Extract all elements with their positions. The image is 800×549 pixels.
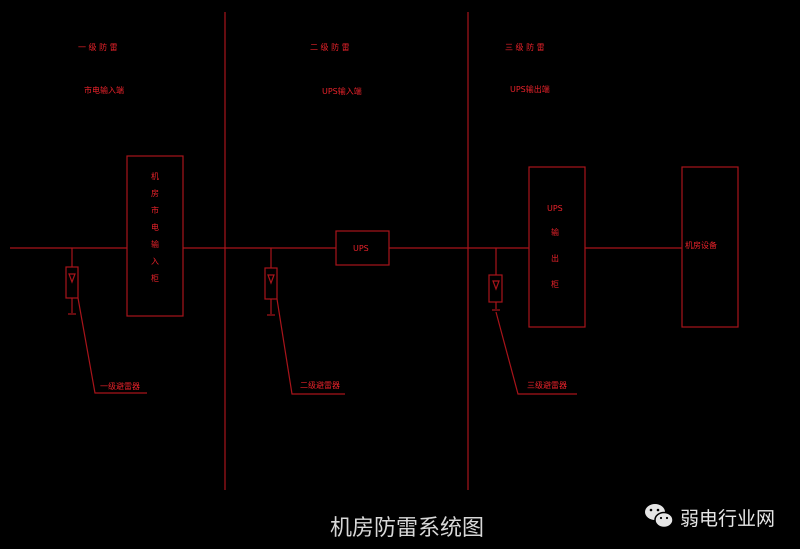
ups-box: [335, 230, 390, 266]
surge-arrester-1: [65, 248, 147, 394]
arrester-2-label: 二级避雷器: [300, 380, 340, 390]
surge-arrester-2: [264, 248, 345, 395]
ups-output-cabinet: [528, 166, 586, 328]
ups-output-cabinet-label: 输出柜: [551, 227, 560, 306]
load-equipment-box: [681, 166, 739, 328]
zone-3-level: 三 级 防 雷: [505, 42, 545, 52]
mains-input-cabinet-label: 机房市电输入柜: [151, 171, 160, 291]
zone-1-point: 市电输入端: [84, 85, 124, 95]
zone-3-point: UPS输出端: [510, 84, 550, 94]
watermark-text: 弱电行业网: [680, 508, 775, 530]
ups-label: UPS: [353, 244, 369, 253]
arrester-3-label: 三级避雷器: [527, 380, 567, 390]
surge-arrester-3: [488, 248, 577, 395]
diagram-title: 机房防雷系统图: [330, 516, 484, 541]
zone-2-level: 二 级 防 雷: [310, 42, 350, 52]
zone-2-point: UPS输入端: [322, 86, 362, 96]
ups-output-cabinet-top-label: UPS: [547, 204, 563, 213]
load-equipment-label: 机房设备: [685, 240, 717, 250]
zone-1-level: 一 级 防 雷: [78, 42, 118, 52]
arrester-1-label: 一级避雷器: [100, 381, 140, 391]
mains-input-cabinet: [126, 155, 184, 317]
wechat-icon: [645, 504, 674, 529]
